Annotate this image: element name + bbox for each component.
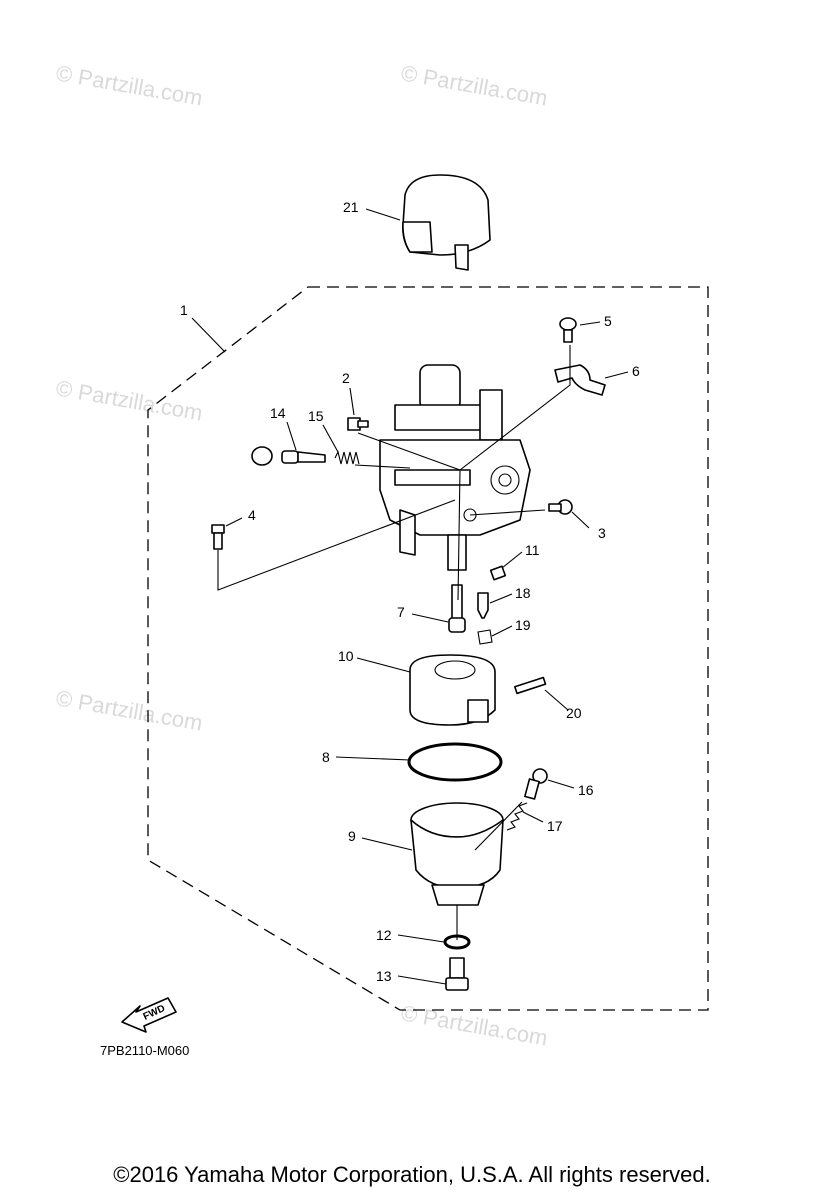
part-3-screw xyxy=(548,499,573,515)
callout-20: 20 xyxy=(566,705,582,721)
drawing-code: 7PB2110-M060 xyxy=(100,1043,189,1058)
callout-14: 14 xyxy=(270,405,286,421)
part-6-bracket xyxy=(554,364,606,396)
part-carburetor-body xyxy=(379,364,531,571)
callout-13: 13 xyxy=(376,968,392,984)
part-16-drain-screw xyxy=(524,768,548,800)
callout-1: 1 xyxy=(180,302,188,318)
callout-17: 17 xyxy=(547,818,563,834)
leader-lines xyxy=(191,208,629,985)
part-4-screw xyxy=(211,524,225,550)
callout-4: 4 xyxy=(248,507,256,523)
callout-16: 16 xyxy=(578,782,594,798)
part-8-gasket xyxy=(407,742,503,782)
callout-18: 18 xyxy=(515,585,531,601)
part-18-needle-valve xyxy=(477,592,489,619)
callout-5: 5 xyxy=(604,313,612,329)
fwd-arrow-icon: FWD xyxy=(121,997,177,1033)
part-14-pilot-screw xyxy=(251,446,326,466)
assembly-boundary xyxy=(147,286,709,1011)
callout-10: 10 xyxy=(338,648,354,664)
part-21-cap xyxy=(402,174,491,271)
part-9-float-bowl xyxy=(410,802,504,906)
callout-9: 9 xyxy=(348,828,356,844)
callout-6: 6 xyxy=(632,363,640,379)
copyright-notice: ©2016 Yamaha Motor Corporation, U.S.A. A… xyxy=(113,1162,711,1187)
watermark: © Partzilla.com xyxy=(54,60,204,110)
part-15-spring xyxy=(334,450,360,465)
part-19-clip xyxy=(477,629,493,645)
part-11-plug xyxy=(489,565,507,581)
part-5-screw xyxy=(559,317,577,343)
callouts: 1 2 3 4 5 6 7 8 9 10 11 12 13 14 15 16 1… xyxy=(180,199,640,984)
part-17-spring xyxy=(506,802,528,831)
callout-12: 12 xyxy=(376,927,392,943)
watermark: © Partzilla.com xyxy=(54,375,204,425)
callout-21: 21 xyxy=(343,199,359,215)
callout-8: 8 xyxy=(322,749,330,765)
callout-15: 15 xyxy=(308,408,324,424)
part-7-nozzle xyxy=(448,584,466,633)
assembly-lines xyxy=(217,345,571,940)
part-10-float xyxy=(409,654,496,726)
callout-2: 2 xyxy=(342,370,350,386)
part-2-screw xyxy=(347,417,369,431)
part-13-bolt xyxy=(445,957,469,991)
part-20-pin xyxy=(514,676,547,695)
watermark: © Partzilla.com xyxy=(54,685,204,735)
callout-3: 3 xyxy=(598,525,606,541)
callout-11: 11 xyxy=(525,542,540,558)
callout-7: 7 xyxy=(397,604,405,620)
callout-19: 19 xyxy=(515,617,531,633)
watermark: © Partzilla.com xyxy=(399,1000,549,1050)
watermark: © Partzilla.com xyxy=(399,60,549,110)
